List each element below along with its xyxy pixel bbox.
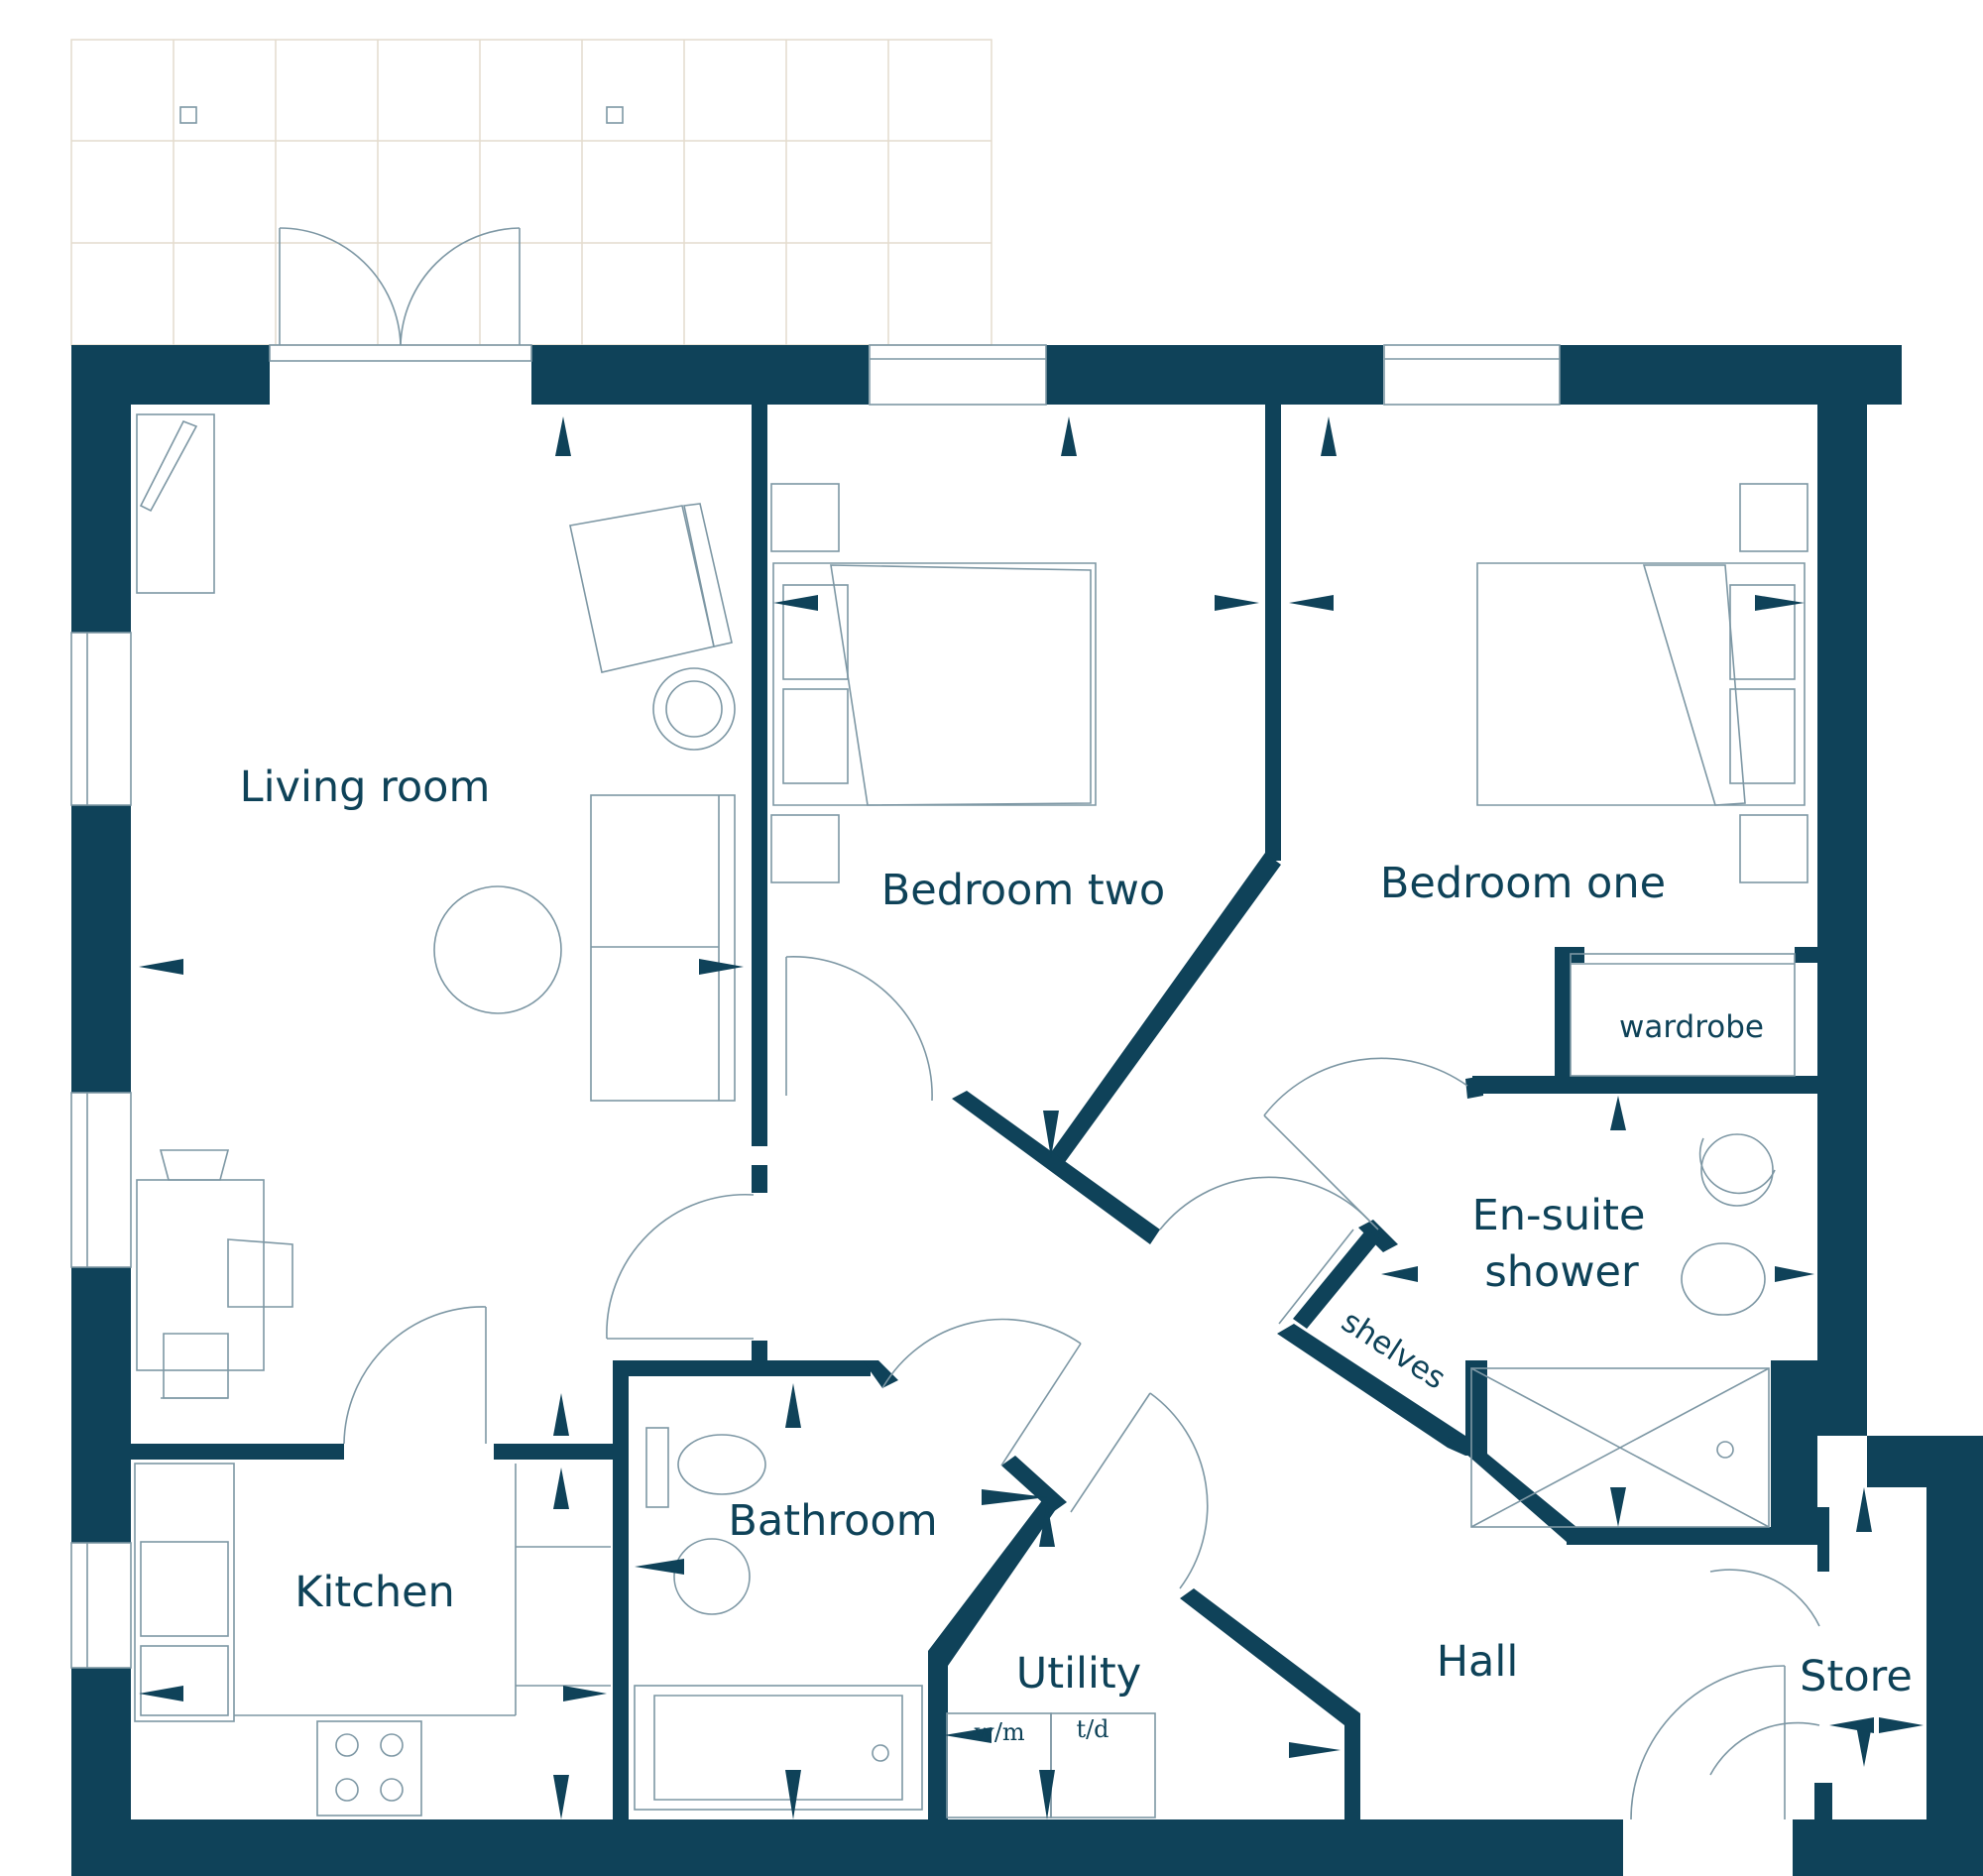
furniture: [134, 413, 1808, 1818]
door-swings: [343, 956, 1820, 1820]
label-hall: Hall: [1437, 1637, 1519, 1687]
walls: [71, 345, 1983, 1876]
label-bathroom: Bathroom: [728, 1496, 937, 1546]
label-store: Store: [1800, 1652, 1913, 1701]
dimension-arrows: [139, 416, 1924, 1819]
room-labels: Living room Bedroom two Bedroom one ward…: [240, 762, 1913, 1746]
patio-paving: [70, 39, 992, 346]
label-bedroom-two: Bedroom two: [881, 866, 1166, 915]
windows: [70, 227, 1561, 1669]
label-wardrobe: wardrobe: [1619, 1009, 1764, 1045]
label-washing-machine: w/m: [974, 1718, 1025, 1746]
label-living-room: Living room: [240, 762, 491, 812]
label-kitchen: Kitchen: [294, 1568, 455, 1617]
label-bedroom-one: Bedroom one: [1380, 859, 1666, 908]
label-ensuite-line1: En-suite: [1472, 1191, 1646, 1240]
label-utility: Utility: [1016, 1649, 1141, 1699]
label-ensuite-line2: shower: [1484, 1247, 1639, 1297]
label-tumble-dryer: t/d: [1076, 1715, 1108, 1743]
